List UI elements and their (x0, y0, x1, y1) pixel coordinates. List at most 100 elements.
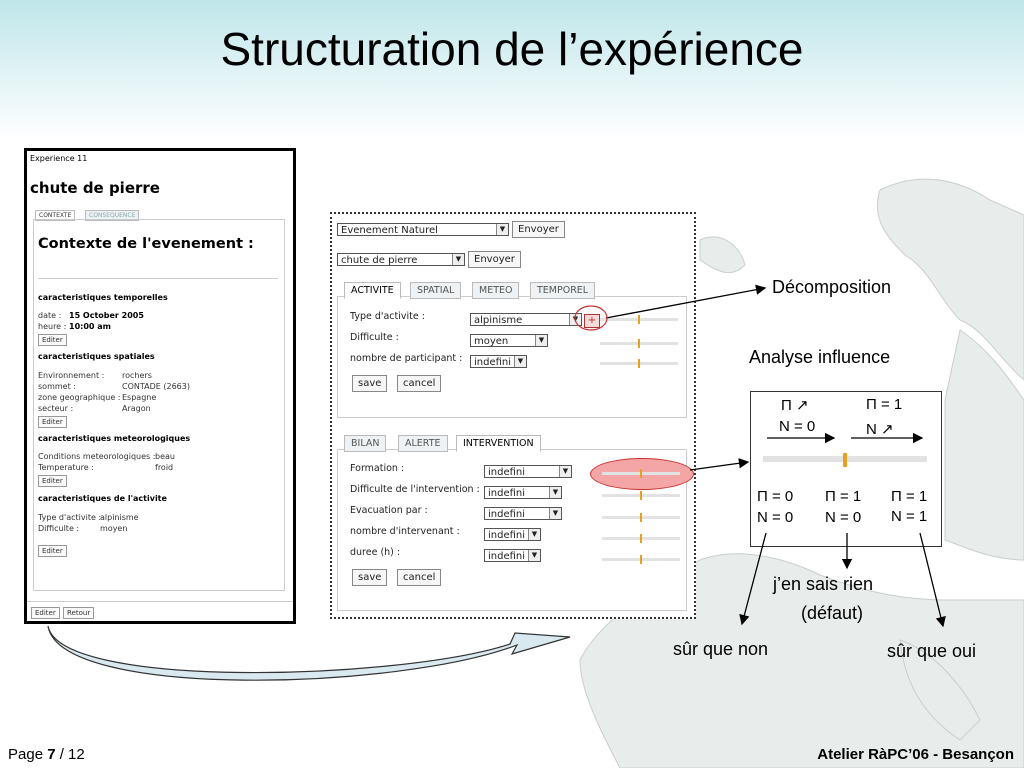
context-box (33, 219, 285, 591)
tab-temporel[interactable]: TEMPOREL (530, 282, 596, 299)
experience-heading: chute de pierre (30, 179, 160, 197)
tab-spatial[interactable]: SPATIAL (410, 282, 462, 299)
case1-pi: Π = 0 (757, 488, 794, 505)
page-number: Page 7 / 12 (8, 746, 85, 763)
slider-knob[interactable] (640, 513, 642, 522)
field-label: nombre de participant : (350, 353, 463, 364)
date-value: 15 October 2005 (69, 311, 144, 320)
influence-slider[interactable] (602, 491, 680, 500)
chevron-down-icon: ▼ (549, 508, 561, 519)
page-prefix: Page (8, 746, 48, 763)
cancel-button[interactable]: cancel (397, 569, 442, 586)
case3-pi: Π = 1 (891, 488, 928, 505)
duree-select[interactable]: indefini▼ (484, 549, 541, 562)
editer-button[interactable]: Editer (31, 607, 60, 619)
heure-value: 10:00 am (69, 322, 111, 331)
select-value: chute de pierre (341, 255, 418, 266)
spatial-label: Environnement : (38, 371, 105, 380)
field-label: duree (h) : (350, 547, 401, 558)
tab-contexte[interactable]: CONTEXTE (35, 210, 76, 221)
spatial-value: CONTADE (2663) (122, 382, 190, 391)
tab-bilan[interactable]: BILAN (344, 435, 387, 452)
activite-value: alpinisme (100, 513, 139, 522)
chevron-down-icon: ▼ (528, 550, 540, 561)
decomposition-arrow (605, 284, 767, 319)
chevron-down-icon: ▼ (535, 335, 547, 346)
activite-header: caracteristiques de l'activite (38, 494, 167, 503)
slider-knob[interactable] (640, 491, 642, 500)
event-select[interactable]: chute de pierre ▼ (337, 253, 465, 266)
footer-event: Atelier RàPC’06 - Besançon (817, 746, 1014, 763)
tab-alerte[interactable]: ALERTE (398, 435, 448, 452)
select-value: Evenement Naturel (341, 225, 438, 236)
plus-icon[interactable]: + (584, 314, 600, 328)
difficulty-select[interactable]: moyen ▼ (470, 334, 548, 347)
experience-detail-panel: Experience 11 chute de pierre CONTEXTE C… (24, 148, 296, 624)
select-value: indefini (488, 488, 526, 499)
influence-slider[interactable] (602, 555, 680, 564)
tab-intervention[interactable]: INTERVENTION (456, 435, 541, 452)
chevron-down-icon: ▼ (528, 529, 540, 540)
slider-knob[interactable] (638, 359, 640, 368)
influence-arrow (689, 458, 750, 471)
formation-select[interactable]: indefini ▼ (484, 465, 572, 478)
tab-consequence[interactable]: CONSEQUENCE (85, 210, 140, 221)
field-label: Evacuation par : (350, 505, 428, 516)
select-value: indefini (488, 467, 526, 478)
n0-label: N = 0 (779, 418, 816, 435)
participants-select[interactable]: indefini▼ (470, 355, 527, 368)
slider-knob[interactable] (638, 339, 640, 348)
field-label: Type d'activite : (350, 311, 425, 322)
chevron-down-icon: ▼ (452, 254, 464, 265)
influence-slider[interactable] (602, 513, 680, 522)
slider-knob[interactable] (640, 534, 642, 543)
intervenant-select[interactable]: indefini▼ (484, 528, 541, 541)
spatial-value: rochers (122, 371, 152, 380)
select-value: indefini (488, 530, 526, 541)
edit-temporal-button[interactable]: Editer (38, 334, 67, 346)
edit-meteo-button[interactable]: Editer (38, 475, 67, 487)
slider-knob[interactable] (638, 315, 640, 324)
influence-slider[interactable] (602, 469, 680, 478)
spatial-label: sommet : (38, 382, 76, 391)
chevron-down-icon: ▼ (559, 466, 571, 477)
evacuation-select[interactable]: indefini▼ (484, 507, 562, 520)
select-value: moyen (474, 336, 509, 347)
select-value: alpinisme (474, 315, 523, 326)
slider-knob[interactable] (640, 555, 642, 564)
event-type-select[interactable]: Evenement Naturel ▼ (337, 223, 509, 236)
influence-slider[interactable] (600, 359, 678, 368)
date-label: date : (38, 311, 62, 320)
field-label: nombre d'intervenant : (350, 526, 460, 537)
breadcrumb: Experience 11 (30, 154, 88, 163)
send-button[interactable]: Envoyer (468, 251, 521, 268)
page-current: 7 (47, 746, 56, 763)
edit-activite-button[interactable]: Editer (38, 545, 67, 557)
chevron-down-icon: ▼ (514, 356, 526, 367)
chevron-down-icon: ▼ (496, 224, 508, 235)
influence-slider[interactable] (600, 315, 678, 324)
heure-label: heure : (38, 322, 67, 331)
save-button[interactable]: save (352, 375, 388, 392)
edit-spatial-button[interactable]: Editer (38, 416, 67, 428)
field-label: Difficulte de l'intervention : (350, 484, 480, 495)
cancel-button[interactable]: cancel (397, 375, 442, 392)
flow-arrow-icon (47, 625, 571, 681)
difficulty-intervention-select[interactable]: indefini▼ (484, 486, 562, 499)
slider-knob[interactable] (640, 469, 642, 478)
retour-button[interactable]: Retour (63, 607, 95, 619)
highlight-circle (574, 305, 608, 331)
send-button[interactable]: Envoyer (512, 221, 565, 238)
influence-slider[interactable] (602, 534, 680, 543)
save-button[interactable]: save (352, 569, 388, 586)
temporal-header: caracteristiques temporelles (38, 293, 168, 302)
tab-meteo[interactable]: METEO (472, 282, 520, 299)
field-label: Formation : (350, 463, 405, 474)
influence-slider[interactable] (600, 339, 678, 348)
tab-activite[interactable]: ACTIVITE (344, 282, 401, 299)
spatial-label: secteur : (38, 404, 74, 413)
decomposition-label: Décomposition (772, 277, 892, 297)
context-title: Contexte de l'evenement : (38, 236, 254, 252)
activite-label: Type d'activite : (38, 513, 102, 522)
